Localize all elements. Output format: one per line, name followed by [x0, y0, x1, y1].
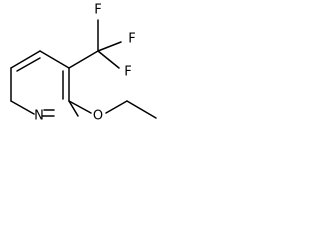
bond-c4-c5-inner [16, 57, 41, 72]
fluorine-lower-atom-label: F [124, 65, 131, 80]
bond-c6-n [10, 100, 35, 115]
structure-canvas: N O F F F [0, 0, 182, 138]
fluorine-top-atom-label: F [94, 3, 101, 18]
bond-cf3-f-upper [97, 41, 122, 52]
bond-c4-c5 [10, 50, 41, 69]
bond-c3-cf3 [68, 50, 99, 69]
bond-c2-o [68, 100, 92, 114]
oxygen-atom-label: O [93, 109, 103, 124]
bond-n-c2 [68, 100, 79, 117]
nitrogen-atom-label: N [34, 109, 44, 124]
fluorine-upper-atom-label: F [128, 32, 135, 47]
bond-ch2-ch3 [126, 100, 157, 119]
bond-c3-c4 [39, 50, 70, 69]
molecule-structure: N O F F F [10, 3, 157, 124]
bond-cf3-f-lower [97, 50, 120, 69]
bond-o-ch2 [105, 100, 128, 114]
